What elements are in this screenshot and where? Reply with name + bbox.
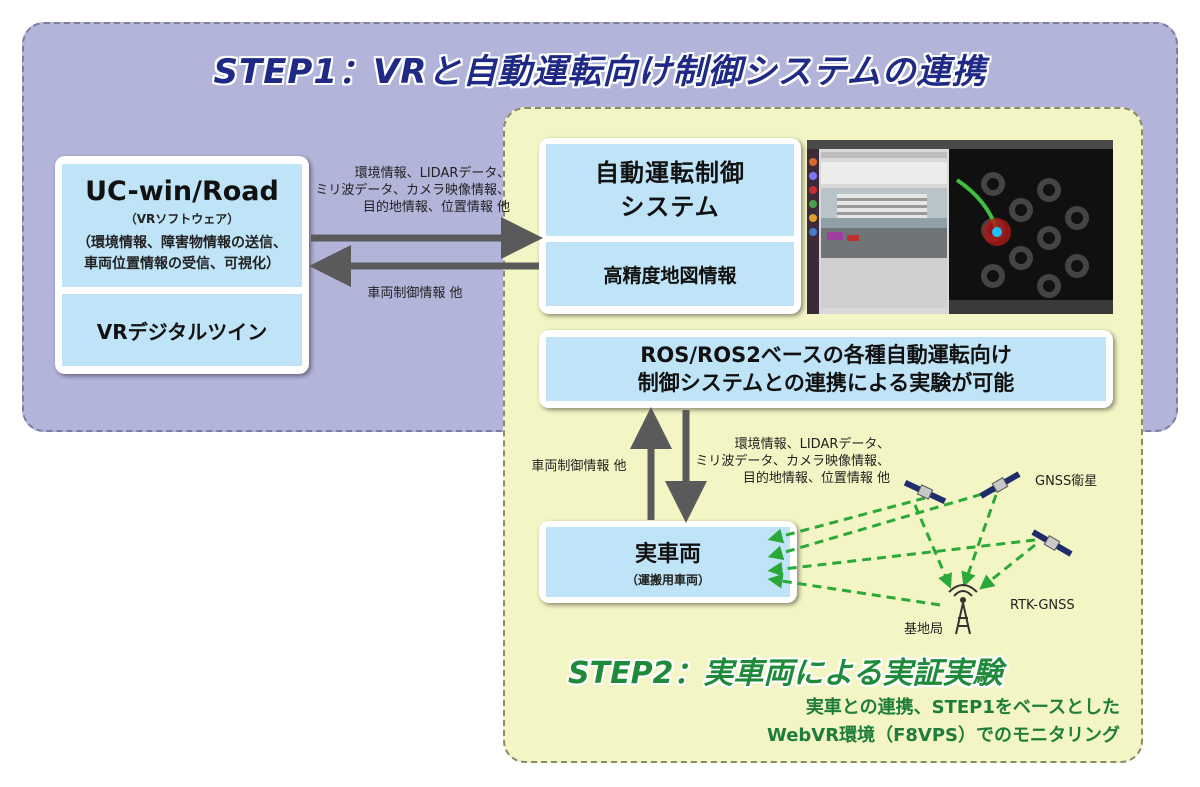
control-system-box: 自動運転制御 システム [546, 144, 794, 236]
base-station-antenna-icon [948, 584, 978, 635]
control-software-screenshot [807, 140, 1113, 314]
vehicle-subtitle: （運搬用車両） [625, 573, 710, 587]
step2-sub-line2: WebVR環境（F8VPS）でのモニタリング [766, 725, 1120, 746]
vehicle-up-info: 車両制御情報 他 [531, 459, 627, 474]
step2-subtitle: 実車との連携、STEP1をベースとした WebVR環境（F8VPS）でのモニタリ… [700, 694, 1120, 750]
gnss-arrow-sat3-base [979, 543, 1036, 590]
vr-digital-twin-box: VRデジタルツイン [62, 294, 302, 366]
gnss-arrow-sat2-base [961, 494, 998, 588]
ros-box: ROS/ROS2ベースの各種自動運転向け 制御システムとの連携による実験が可能 [546, 337, 1106, 401]
step1-title: STEP1：VRと自動運転向け制御システムの連携 [213, 52, 987, 92]
control-title-line2: システム [620, 193, 720, 221]
vehicle-down-info: 環境情報、LIDARデータ、 ミリ波データ、カメラ映像情報、 目的地情報、位置情… [680, 436, 890, 487]
ucwin-subtitle: （VRソフトウェア） [124, 212, 240, 226]
gnss-arrow-sat2-vehicle [767, 488, 997, 561]
ucwin-box: UC-win/Road （VRソフトウェア） （環境情報、障害物情報の送信、 車… [62, 164, 302, 287]
gnss-arrow-sat1-base [913, 504, 952, 589]
base-station-label: 基地局 [904, 622, 944, 637]
vehicle-down-line2: ミリ波データ、カメラ映像情報、 [695, 454, 890, 469]
vehicle-title: 実車両 [634, 542, 701, 567]
to-control-line1: 環境情報、LIDARデータ、 [354, 166, 510, 181]
to-control-line3: 目的地情報、位置情報 他 [362, 200, 510, 215]
satellite-icon [979, 471, 1021, 499]
satellite-icon [1031, 529, 1073, 557]
vehicle-down-line1: 環境情報、LIDARデータ、 [734, 437, 890, 452]
hd-map-box: 高精度地図情報 [546, 242, 794, 306]
vr-digital-twin-label: VRデジタルツイン [96, 319, 268, 344]
gnss-satellite-label: GNSS衛星 [1035, 474, 1098, 489]
ucwin-description: （環境情報、障害物情報の送信、 車両位置情報の受信、可視化） [77, 233, 287, 275]
vehicle-box: 実車両 （運搬用車両） [546, 527, 790, 597]
ros-line2: 制御システムとの連携による実験が可能 [637, 371, 1015, 395]
hd-map-label: 高精度地図情報 [603, 264, 737, 287]
to-control-line2: ミリ波データ、カメラ映像情報、 [315, 183, 510, 198]
ucwin-desc-line2: 車両位置情報の受信、可視化） [84, 256, 280, 272]
ucwin-title: UC-win/Road [85, 176, 279, 207]
rtk-gnss-label: RTK-GNSS [1010, 598, 1075, 613]
screenshot-graphic [807, 140, 1113, 314]
gnss-arrow-sat3-vehicle [767, 538, 1036, 577]
ros-line1: ROS/ROS2ベースの各種自動運転向け [640, 343, 1012, 367]
to-control-info: 環境情報、LIDARデータ、 ミリ波データ、カメラ映像情報、 目的地情報、位置情… [300, 165, 510, 216]
step2-sub-line1: 実車との連携、STEP1をベースとした [805, 697, 1120, 718]
vehicle-down-line3: 目的地情報、位置情報 他 [742, 471, 890, 486]
gnss-arrow-base-vehicle [767, 573, 941, 607]
ucwin-desc-line1: （環境情報、障害物情報の送信、 [77, 235, 287, 251]
from-control-info: 車両制御情報 他 [367, 286, 463, 301]
gnss-arrow-sat1-vehicle [767, 496, 926, 544]
step2-title: STEP2：実車両による実証実験 [568, 656, 1003, 691]
control-title-line1: 自動運転制御 [595, 159, 745, 187]
satellite-icon [903, 479, 947, 505]
